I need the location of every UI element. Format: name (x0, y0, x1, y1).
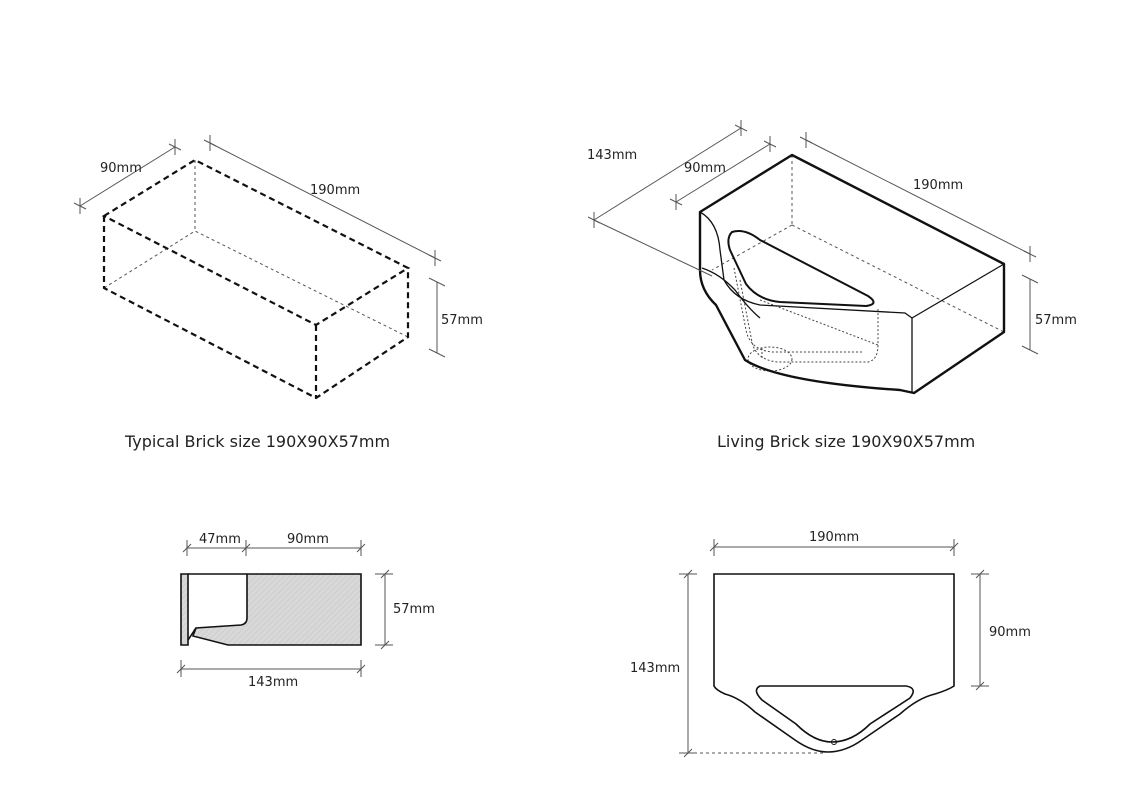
plan-dim-length: 190mm (709, 530, 959, 556)
typical-dim-length: 190mm (203, 135, 442, 266)
living-height-label: 57mm (1035, 313, 1077, 328)
plan-depth-label: 90mm (989, 625, 1031, 640)
living-dim-height: 57mm (1021, 274, 1077, 355)
plan-length-label: 190mm (809, 530, 859, 545)
section-overall-label: 143mm (248, 675, 298, 690)
section-body-label: 90mm (287, 532, 329, 547)
living-dim-overall-depth: 143mm (587, 120, 748, 277)
living-dim-length: 190mm (799, 132, 1037, 262)
living-hidden-back-edge (791, 224, 1005, 333)
living-depth-label: 90mm (684, 161, 726, 176)
typical-hidden-bottom-edges (103, 230, 409, 338)
living-overall-depth-label: 143mm (587, 148, 637, 163)
typical-visible-edges (101, 158, 411, 400)
plan-drain-hole (831, 739, 837, 745)
typical-brick-caption: Typical Brick size 190X90X57mm (124, 432, 390, 451)
section-dim-height: 57mm (375, 569, 435, 650)
plan-dim-overall: 143mm (630, 569, 826, 758)
living-hidden-diagonal (759, 299, 879, 346)
living-hidden-cavity-inner (733, 267, 862, 353)
plan-overall-label: 143mm (630, 661, 680, 676)
living-brick-drawing: 143mm 90mm 190mm 57mm Living Brick si (587, 120, 1077, 451)
section-outline (180, 573, 362, 646)
section-view-drawing: 47mm 90mm 57mm 143mm (176, 532, 435, 690)
living-drain-circle (747, 346, 793, 372)
section-solid-fill (193, 574, 361, 645)
section-channel-label: 47mm (199, 532, 241, 547)
plan-view-drawing: 190mm 90mm 143mm (630, 530, 1031, 758)
typical-dim-depth: 90mm (73, 139, 182, 214)
typical-dim-height: 57mm (428, 277, 483, 358)
typical-height-label: 57mm (441, 313, 483, 328)
plan-outline (713, 573, 955, 753)
section-height-label: 57mm (393, 602, 435, 617)
living-hidden-left-edge (711, 224, 793, 271)
living-inner-lines (699, 211, 1005, 392)
typical-length-label: 190mm (310, 183, 360, 198)
section-dim-overall: 143mm (176, 660, 366, 690)
living-dim-depth: 90mm (669, 136, 777, 210)
living-length-label: 190mm (913, 178, 963, 193)
living-visible-edges (698, 153, 1006, 395)
section-dim-body: 90mm (246, 532, 366, 556)
section-dim-channel: 47mm (182, 532, 251, 556)
typical-depth-label: 90mm (100, 161, 142, 176)
living-brick-caption: Living Brick size 190X90X57mm (717, 432, 975, 451)
section-lip-fill (181, 574, 188, 645)
plan-dim-depth: 90mm (971, 569, 1031, 691)
typical-brick-drawing: 90mm 190mm 57mm Typical Brick size 190X9… (73, 135, 483, 451)
